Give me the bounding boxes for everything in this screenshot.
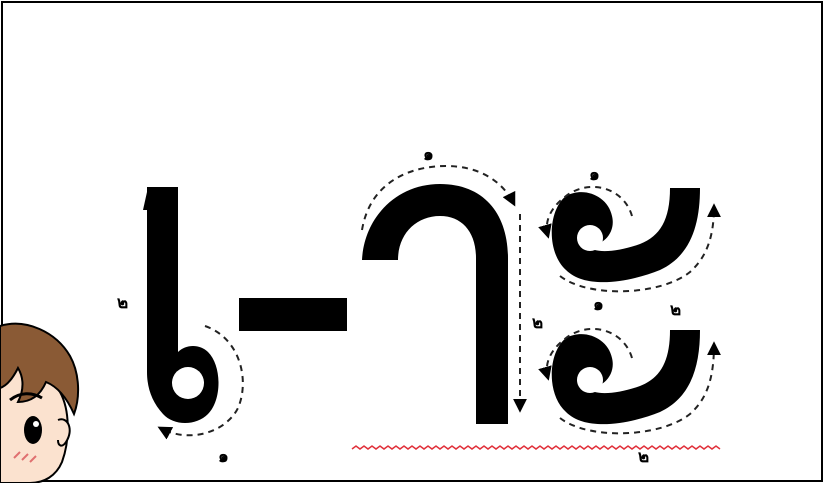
sara-a-lower-step-1-label: ๑ (593, 295, 604, 315)
hook-step-2-label: ๒ (532, 313, 543, 333)
spellcheck-squiggle (352, 446, 720, 449)
hook-step-1-label: ๑ (423, 145, 434, 165)
hook-glyph (362, 184, 508, 424)
mascot-eye (24, 416, 42, 444)
sara-a-upper-step-2-label: ๒ (670, 300, 681, 320)
cartoon-mascot (0, 324, 78, 483)
character-sara-a-lower: ๑ ๒ (547, 295, 714, 467)
sara-a-upper-hole (577, 225, 603, 251)
mascot-ear (58, 419, 70, 445)
horizontal-bar-glyph (239, 298, 347, 331)
sara-a-lower-hole (577, 367, 603, 393)
sara-a-lower-step-2-label: ๒ (638, 447, 649, 467)
sara-e-step-1-label: ๑ (218, 447, 229, 467)
sara-a-upper-step-1-label: ๑ (589, 165, 600, 185)
character-hook: ๑ ๒ (362, 145, 543, 424)
character-sara-a-upper: ๑ ๒ (547, 165, 714, 320)
sara-e-loop-hole (172, 367, 204, 399)
character-sara-e: ๒ ๑ (117, 187, 243, 467)
mascot-eye-highlight (33, 421, 39, 427)
sara-e-step-2-label: ๒ (117, 293, 128, 313)
